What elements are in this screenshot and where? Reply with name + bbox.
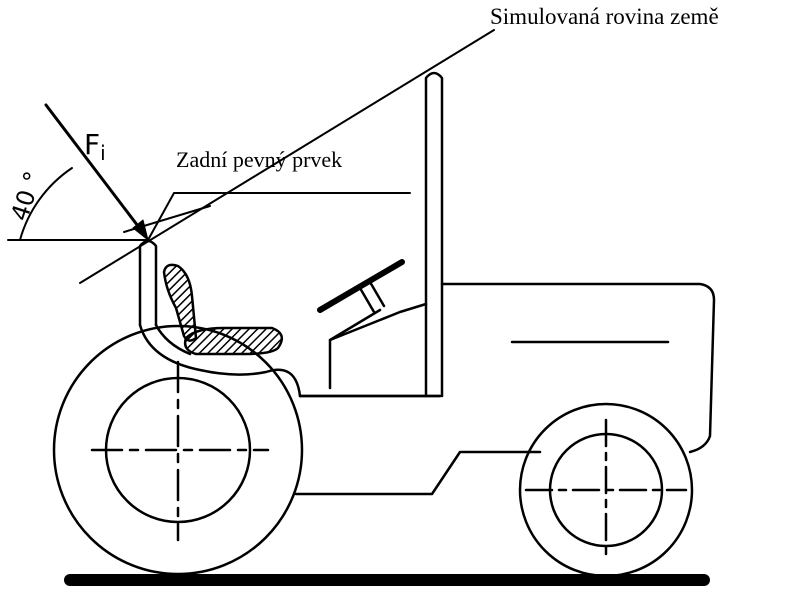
force-arrow-line [44,103,146,236]
dashboard-top [328,308,382,342]
rear-post [138,239,158,327]
force-subscript: i [100,141,106,165]
front-wheel-tire [518,402,694,578]
force-label: Fi [84,128,106,165]
hood [440,282,716,454]
chassis [294,450,542,496]
rear-fender [138,323,302,398]
force-arrow-head [132,219,149,241]
rear-fixed-element-label: Zadní pevný prvek [176,147,343,172]
ground-plane-label: Simulovaná rovina země [490,4,719,29]
steering-wheel [317,259,405,313]
angle-arc [19,167,73,241]
steering-column [358,280,386,314]
rear-element-leader [147,192,411,241]
dashboard [328,302,428,390]
rear-wheel-axis [90,360,270,542]
roll-bar [424,71,444,398]
seat-back [162,263,198,342]
rear-wheel-tire [52,324,304,576]
seat-cushion [183,326,284,356]
force-symbol: F [84,128,101,161]
front-wheel-axis [524,418,688,562]
